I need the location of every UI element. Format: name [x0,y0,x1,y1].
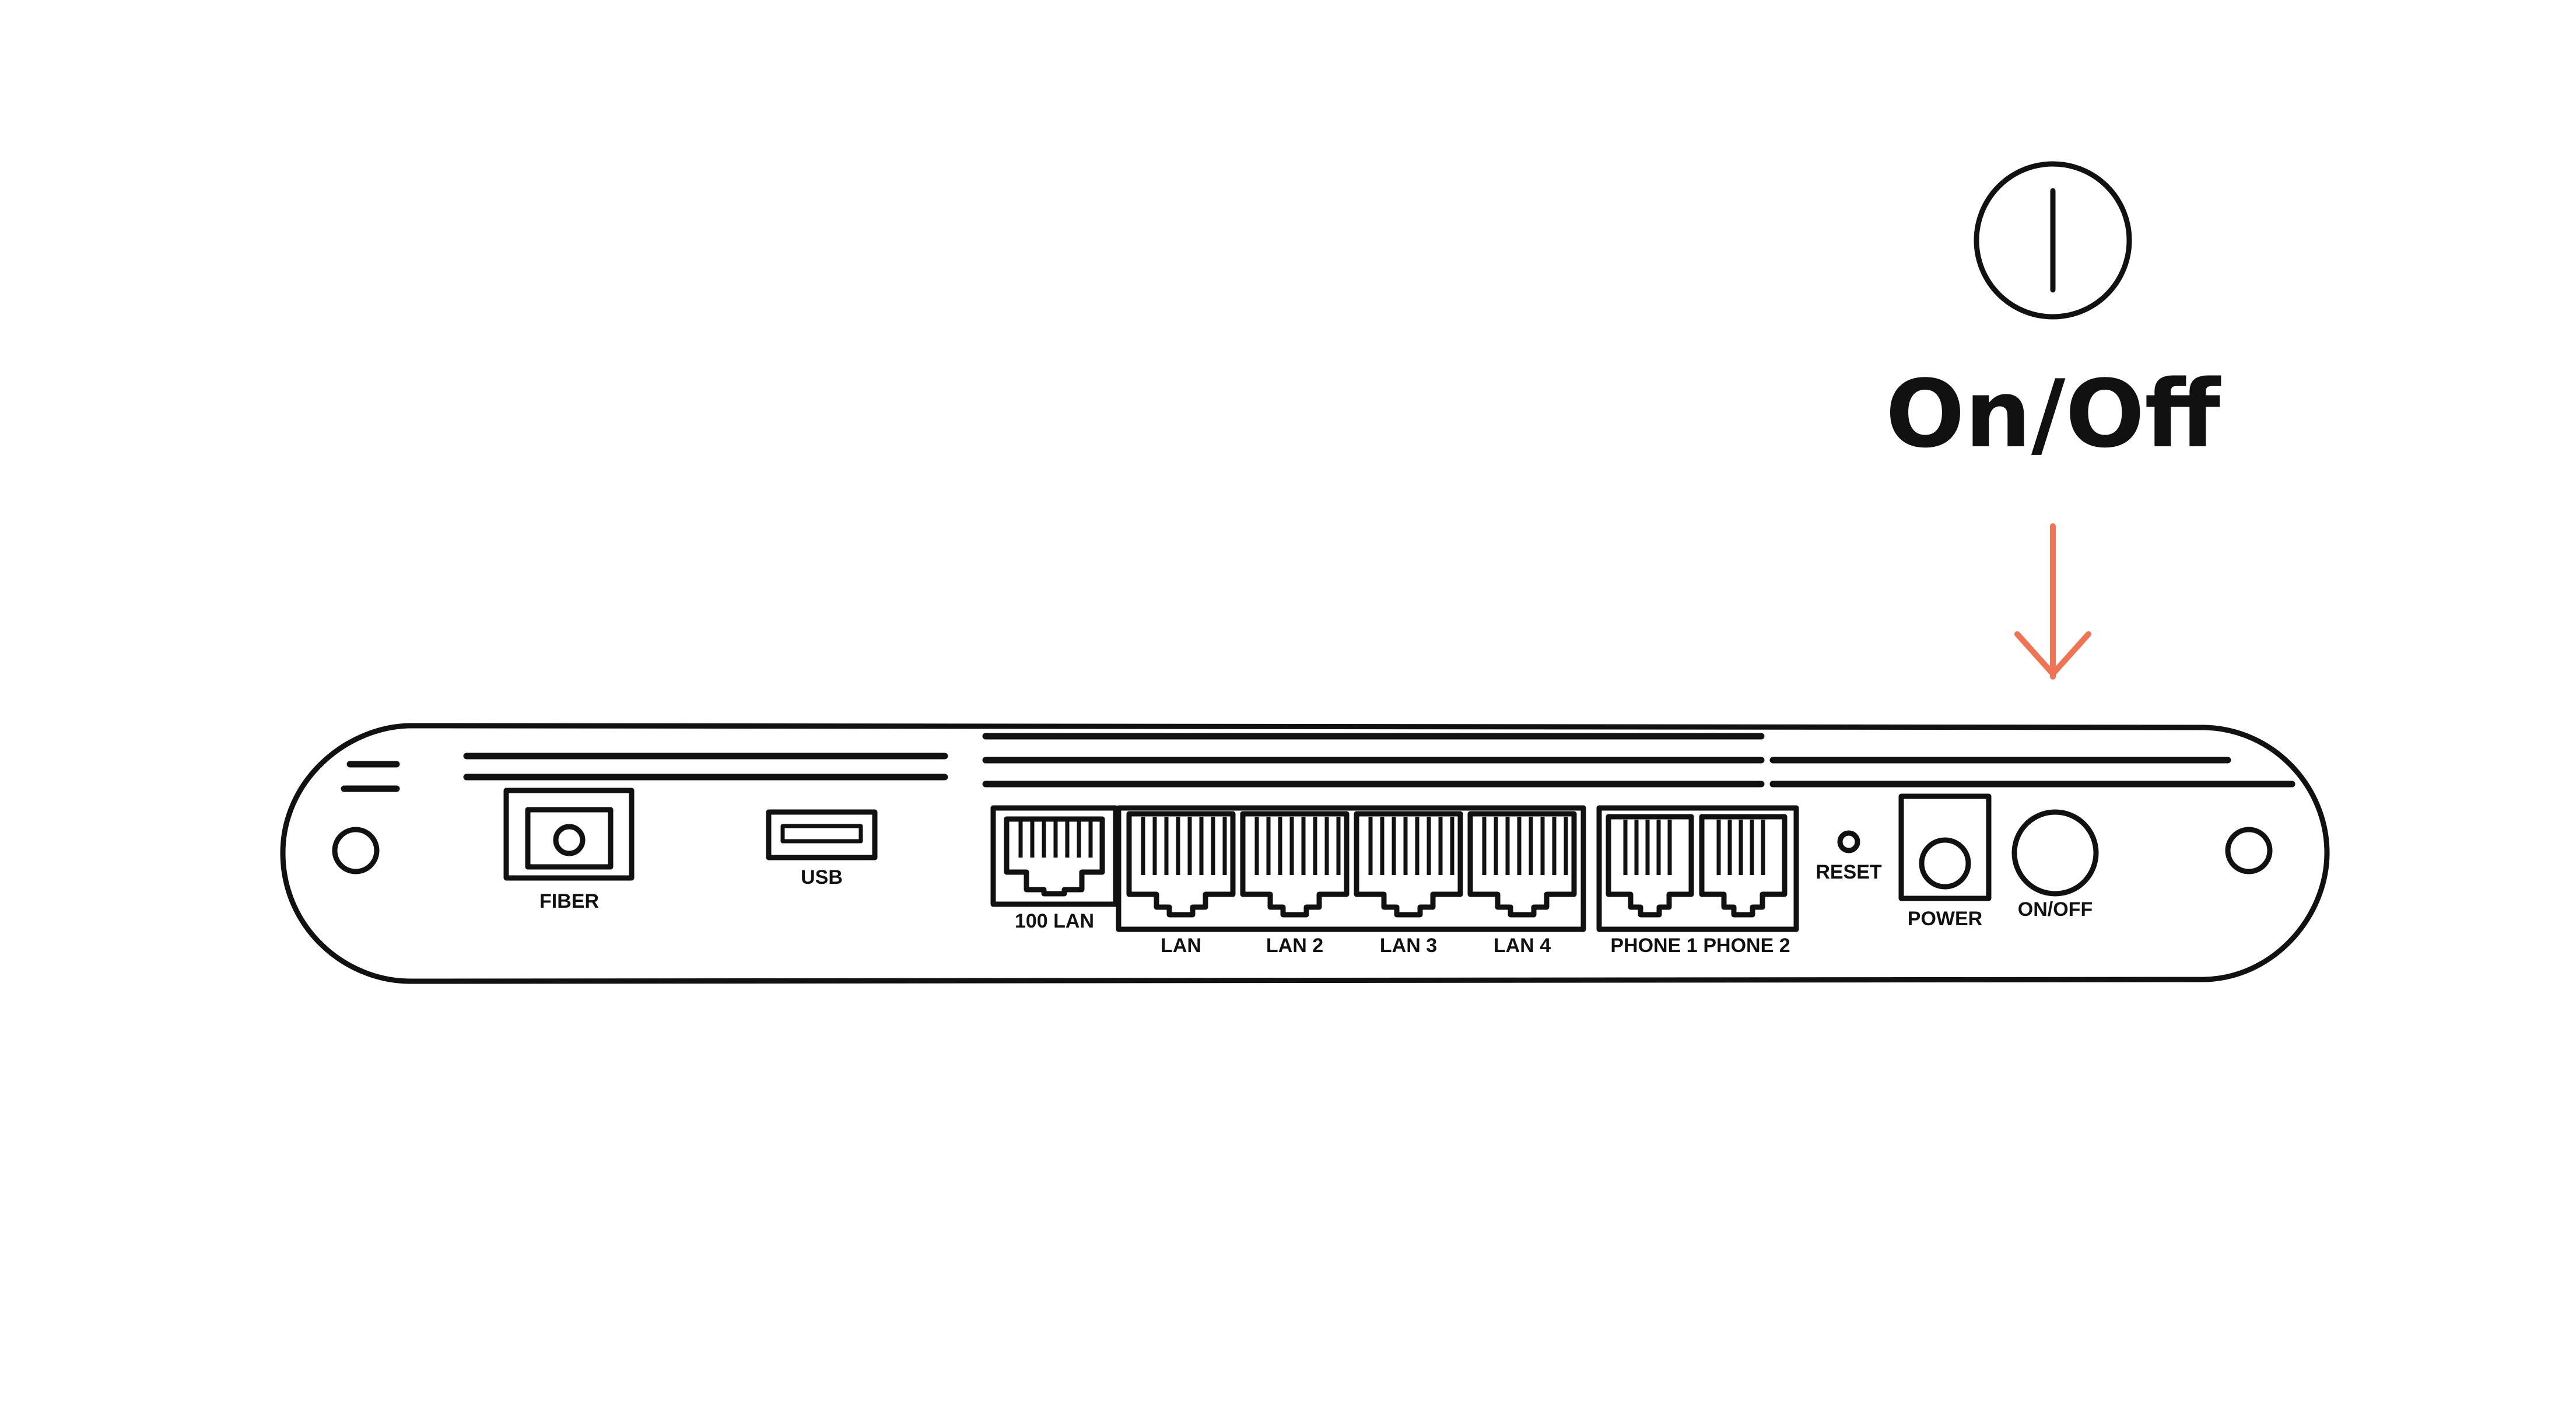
fiber-port [503,788,635,881]
lan3-label: LAN 3 [1380,935,1437,957]
phone2-label: PHONE 2 [1703,935,1790,957]
router-body [280,723,2330,984]
lan2-label: LAN 2 [1266,935,1323,957]
lan100-label: 100 LAN [1015,910,1094,932]
lan4-port [1467,811,1577,918]
fiber-label: FIBER [539,890,599,912]
usb-label: USB [801,866,843,888]
reset-label: RESET [1816,861,1882,883]
screw-hole-right [2225,827,2273,874]
lan1-label: LAN [1161,935,1201,957]
headline-label: On/Off [1885,359,2221,468]
power-symbol-icon [1974,161,2132,320]
arrow-down-icon [2014,523,2091,680]
phone1-label: PHONE 1 [1610,935,1697,957]
phone-group-housing [1596,805,1799,932]
reset-pinhole [1837,830,1860,853]
vent-slits [341,733,2295,792]
lan3-port [1354,811,1463,918]
phone2-port [1699,814,1788,918]
onoff-button[interactable] [2011,809,2099,897]
power-jack [1898,793,1992,901]
lan2-port [1240,811,1350,918]
lan1-port [1126,811,1236,918]
lan4-label: LAN 4 [1494,935,1551,957]
phone1-port [1606,814,1694,918]
lan100-port [990,805,1119,907]
onoff-label: ON/OFF [2018,898,2093,921]
screw-hole-left [332,827,380,874]
usb-port [766,809,878,860]
lan-group-housing [1116,805,1586,932]
power-label: POWER [1908,908,1982,930]
